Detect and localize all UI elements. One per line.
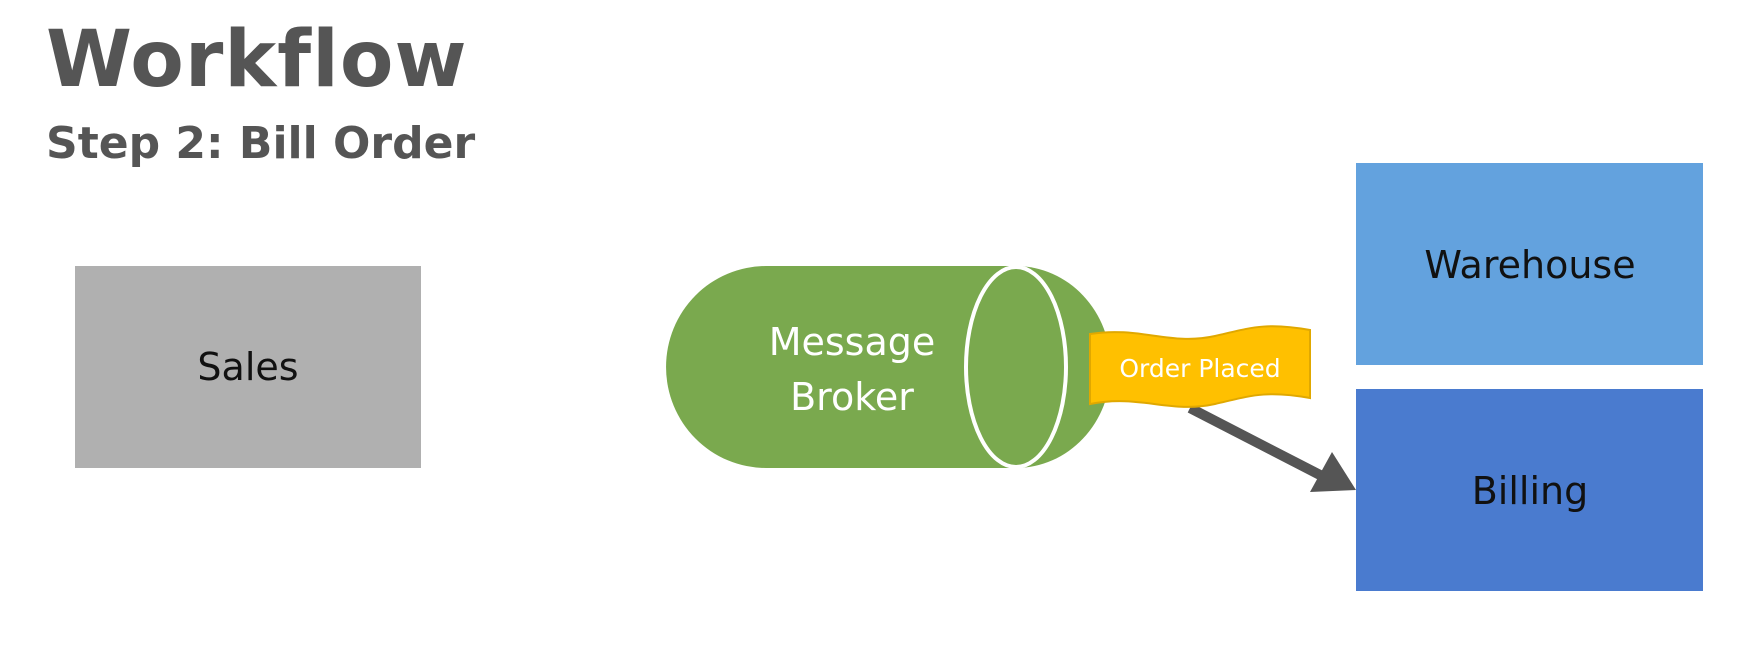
sales-node: Sales <box>75 266 421 468</box>
sales-box <box>75 266 421 468</box>
billing-node: Billing <box>1356 389 1703 591</box>
sales-label: Sales <box>197 345 298 389</box>
arrow-shaft <box>1187 403 1325 481</box>
warehouse-box <box>1356 163 1703 365</box>
arrow-head <box>1310 452 1356 492</box>
order-placed-flag <box>1089 325 1311 408</box>
warehouse-node: Warehouse <box>1356 163 1703 365</box>
message-broker-rim <box>964 265 1068 469</box>
message-broker-label-line1: Message <box>769 320 936 364</box>
order-placed-message: Order Placed <box>1089 325 1311 408</box>
billing-label: Billing <box>1472 469 1589 513</box>
warehouse-label: Warehouse <box>1424 243 1635 287</box>
billing-box <box>1356 389 1703 591</box>
message-broker-label-line2: Broker <box>790 375 914 419</box>
message-broker-node: Message Broker <box>666 265 1111 469</box>
page-title: Workflow <box>46 15 468 105</box>
flow-arrow <box>1187 403 1356 492</box>
order-placed-label: Order Placed <box>1119 354 1280 383</box>
page-subtitle: Step 2: Bill Order <box>46 118 476 169</box>
